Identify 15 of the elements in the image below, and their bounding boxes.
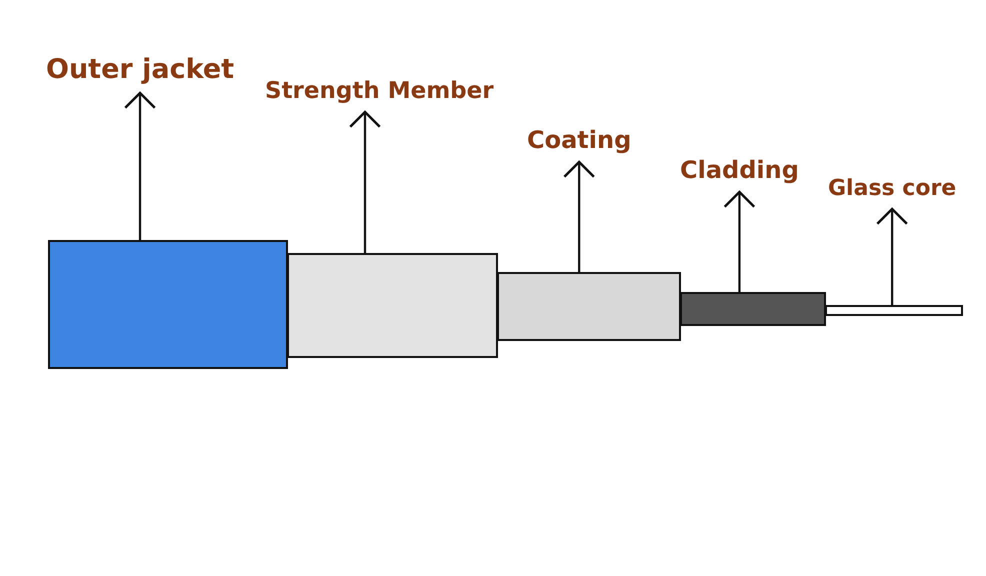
- part-label: Glass core: [828, 176, 956, 201]
- part-label: Coating: [527, 126, 632, 154]
- part-label: Cladding: [680, 156, 799, 184]
- leader-arrow: [563, 160, 596, 272]
- cable-layer: [497, 272, 681, 341]
- leader-arrow: [349, 110, 381, 253]
- cable-layer: [825, 305, 963, 316]
- cable-layer: [287, 253, 498, 358]
- part-label: Outer jacket: [46, 54, 234, 85]
- cable-layer: [680, 292, 826, 326]
- part-label: Strength Member: [265, 78, 494, 104]
- leader-arrow: [876, 208, 908, 305]
- leader-arrow: [723, 190, 756, 292]
- leader-arrow: [124, 92, 156, 240]
- cable-layer: [48, 240, 288, 369]
